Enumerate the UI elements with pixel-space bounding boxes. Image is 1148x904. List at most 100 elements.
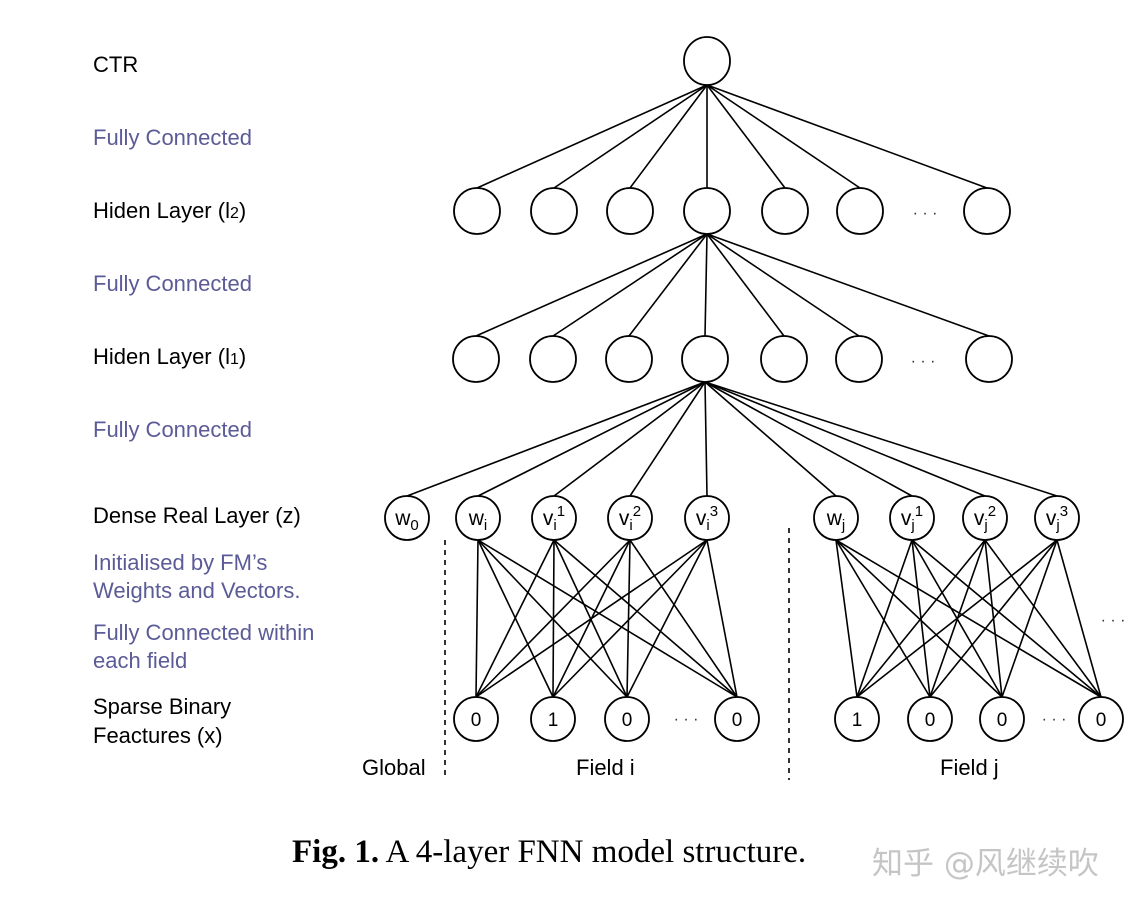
label-sparse-line1: Sparse Binary	[93, 694, 232, 719]
hidden1-node	[605, 335, 653, 383]
ctr-output-node	[683, 36, 731, 86]
sparse-node-field-i	[604, 696, 650, 742]
dense-node-label: vj1	[901, 503, 923, 534]
edge-hidden1-to-dense	[704, 381, 986, 497]
label-hidden-layer-1: Hiden Layer (l1)	[93, 344, 247, 369]
edge-field_i-sparse-to-dense	[553, 539, 738, 698]
dense-node-field-j	[813, 495, 859, 541]
dense-node-field-j	[962, 495, 1008, 541]
watermark: 知乎 @风继续吹	[872, 846, 1099, 882]
hidden2-node	[606, 187, 654, 235]
sparse-field-j-ellipsis: · · ·	[1042, 711, 1067, 728]
label-dense-real-layer: Dense Real Layer (z)	[93, 503, 301, 528]
edge-hidden2-to-hidden1	[706, 233, 860, 337]
dense-node-global	[384, 495, 430, 541]
sparse-node-value: 0	[925, 710, 936, 731]
label-fully-connected-mid: Fully Connected	[93, 271, 252, 296]
figure-caption: Fig. 1. A 4-layer FNN model structure.	[292, 834, 806, 871]
edge-field_i-sparse-to-dense	[475, 539, 555, 698]
edge-hidden1-to-dense	[553, 381, 706, 497]
sparse-node-value: 0	[1096, 710, 1107, 731]
hidden1-node	[760, 335, 808, 383]
hidden1-ellipsis: · · ·	[911, 353, 936, 370]
edge-hidden2-to-hidden1	[628, 233, 708, 337]
hidden2-node	[836, 187, 884, 235]
label-hidden-layer-2: Hiden Layer (l2)	[93, 198, 247, 223]
dense-node-label: vi2	[619, 503, 641, 534]
sparse-node-field-j	[979, 696, 1025, 742]
edge-hidden1-to-dense	[704, 381, 837, 497]
edge-field_j-sparse-to-dense	[835, 539, 858, 698]
edge-hidden1-to-dense	[629, 381, 706, 497]
sparse-node-value: 0	[622, 710, 633, 731]
label-fully-connected-bottom: Fully Connected	[93, 417, 252, 442]
edge-hidden1-to-dense	[477, 381, 706, 497]
sparse-node-field-j	[834, 696, 880, 742]
sparse-node-value: 0	[732, 710, 743, 731]
edge-field_i-sparse-to-dense	[626, 539, 631, 698]
dense-node-label: wj	[826, 507, 846, 534]
sparse-node-value: 0	[471, 710, 482, 731]
edge-field_j-sparse-to-dense	[835, 539, 1102, 698]
edge-ctr-to-hidden2	[553, 84, 708, 189]
edge-hidden1-to-dense	[704, 381, 913, 497]
dense-node-field-j	[889, 495, 935, 541]
label-sparse-line2: Feactures (x)	[93, 723, 223, 748]
edge-ctr-to-hidden2	[706, 84, 988, 189]
hidden1-node	[681, 335, 729, 383]
edge-hidden2-to-hidden1	[475, 233, 708, 337]
hidden2-node	[683, 187, 731, 235]
hidden2-node	[453, 187, 501, 235]
more-fields-ellipsis: · · ·	[1101, 612, 1126, 629]
sparse-node-field-i	[453, 696, 499, 742]
sparse-node-field-j	[907, 696, 953, 742]
edge-hidden1-to-dense	[704, 381, 1058, 497]
edge-hidden2-to-hidden1	[706, 233, 990, 337]
edge-field_j-sparse-to-dense	[835, 539, 1003, 698]
edge-ctr-to-hidden2	[706, 84, 861, 189]
edges	[406, 84, 1102, 698]
edge-field_i-sparse-to-dense	[475, 539, 631, 698]
dividers	[444, 528, 790, 780]
edge-field_j-sparse-to-dense	[911, 539, 1102, 698]
sparse-field-i-ellipsis: · · ·	[674, 711, 699, 728]
edge-hidden2-to-hidden1	[706, 233, 785, 337]
edge-field_i-sparse-to-dense	[552, 539, 708, 698]
sparse-node-value: 1	[548, 710, 559, 731]
label-ctr: CTR	[93, 52, 139, 77]
caption-prefix: Fig. 1.	[292, 834, 380, 870]
label-fc-within-field-line2: each field	[93, 648, 188, 673]
caption-text: A 4-layer FNN model structure.	[379, 834, 807, 870]
edge-hidden1-to-dense	[704, 381, 708, 497]
label-fc-within-field-line1: Fully Connected within	[93, 620, 315, 645]
sparse-node-field-i	[714, 696, 760, 742]
group-label-field-i: Field i	[576, 755, 635, 780]
edge-field_i-sparse-to-dense	[626, 539, 708, 698]
edge-ctr-to-hidden2	[629, 84, 708, 189]
edge-field_i-sparse-to-dense	[477, 539, 738, 698]
label-initialised-line2: Weights and Vectors.	[93, 578, 301, 603]
edge-field_j-sparse-to-dense	[984, 539, 1102, 698]
edge-hidden1-to-dense	[406, 381, 706, 497]
sparse-node-field-j	[1078, 696, 1124, 742]
hidden1-node	[965, 335, 1013, 383]
edge-field_j-sparse-to-dense	[856, 539, 1058, 698]
hidden1-node	[452, 335, 500, 383]
edge-field_j-sparse-to-dense	[1001, 539, 1058, 698]
edge-field_i-sparse-to-dense	[706, 539, 738, 698]
edge-field_j-sparse-to-dense	[856, 539, 986, 698]
edge-field_j-sparse-to-dense	[856, 539, 913, 698]
dense-node-label: vi3	[696, 503, 718, 534]
dense-node-label: vi1	[543, 503, 565, 534]
label-fully-connected-top: Fully Connected	[93, 125, 252, 150]
label-initialised-line1: Initialised by FM’s	[93, 550, 268, 575]
edge-field_i-sparse-to-dense	[475, 539, 708, 698]
edge-field_i-sparse-to-dense	[475, 539, 479, 698]
hidden2-ellipsis: · · ·	[913, 205, 938, 222]
sparse-node-value: 1	[852, 710, 863, 731]
hidden1-node	[529, 335, 577, 383]
dense-node-field-i	[455, 495, 501, 541]
edge-ctr-to-hidden2	[706, 84, 786, 189]
